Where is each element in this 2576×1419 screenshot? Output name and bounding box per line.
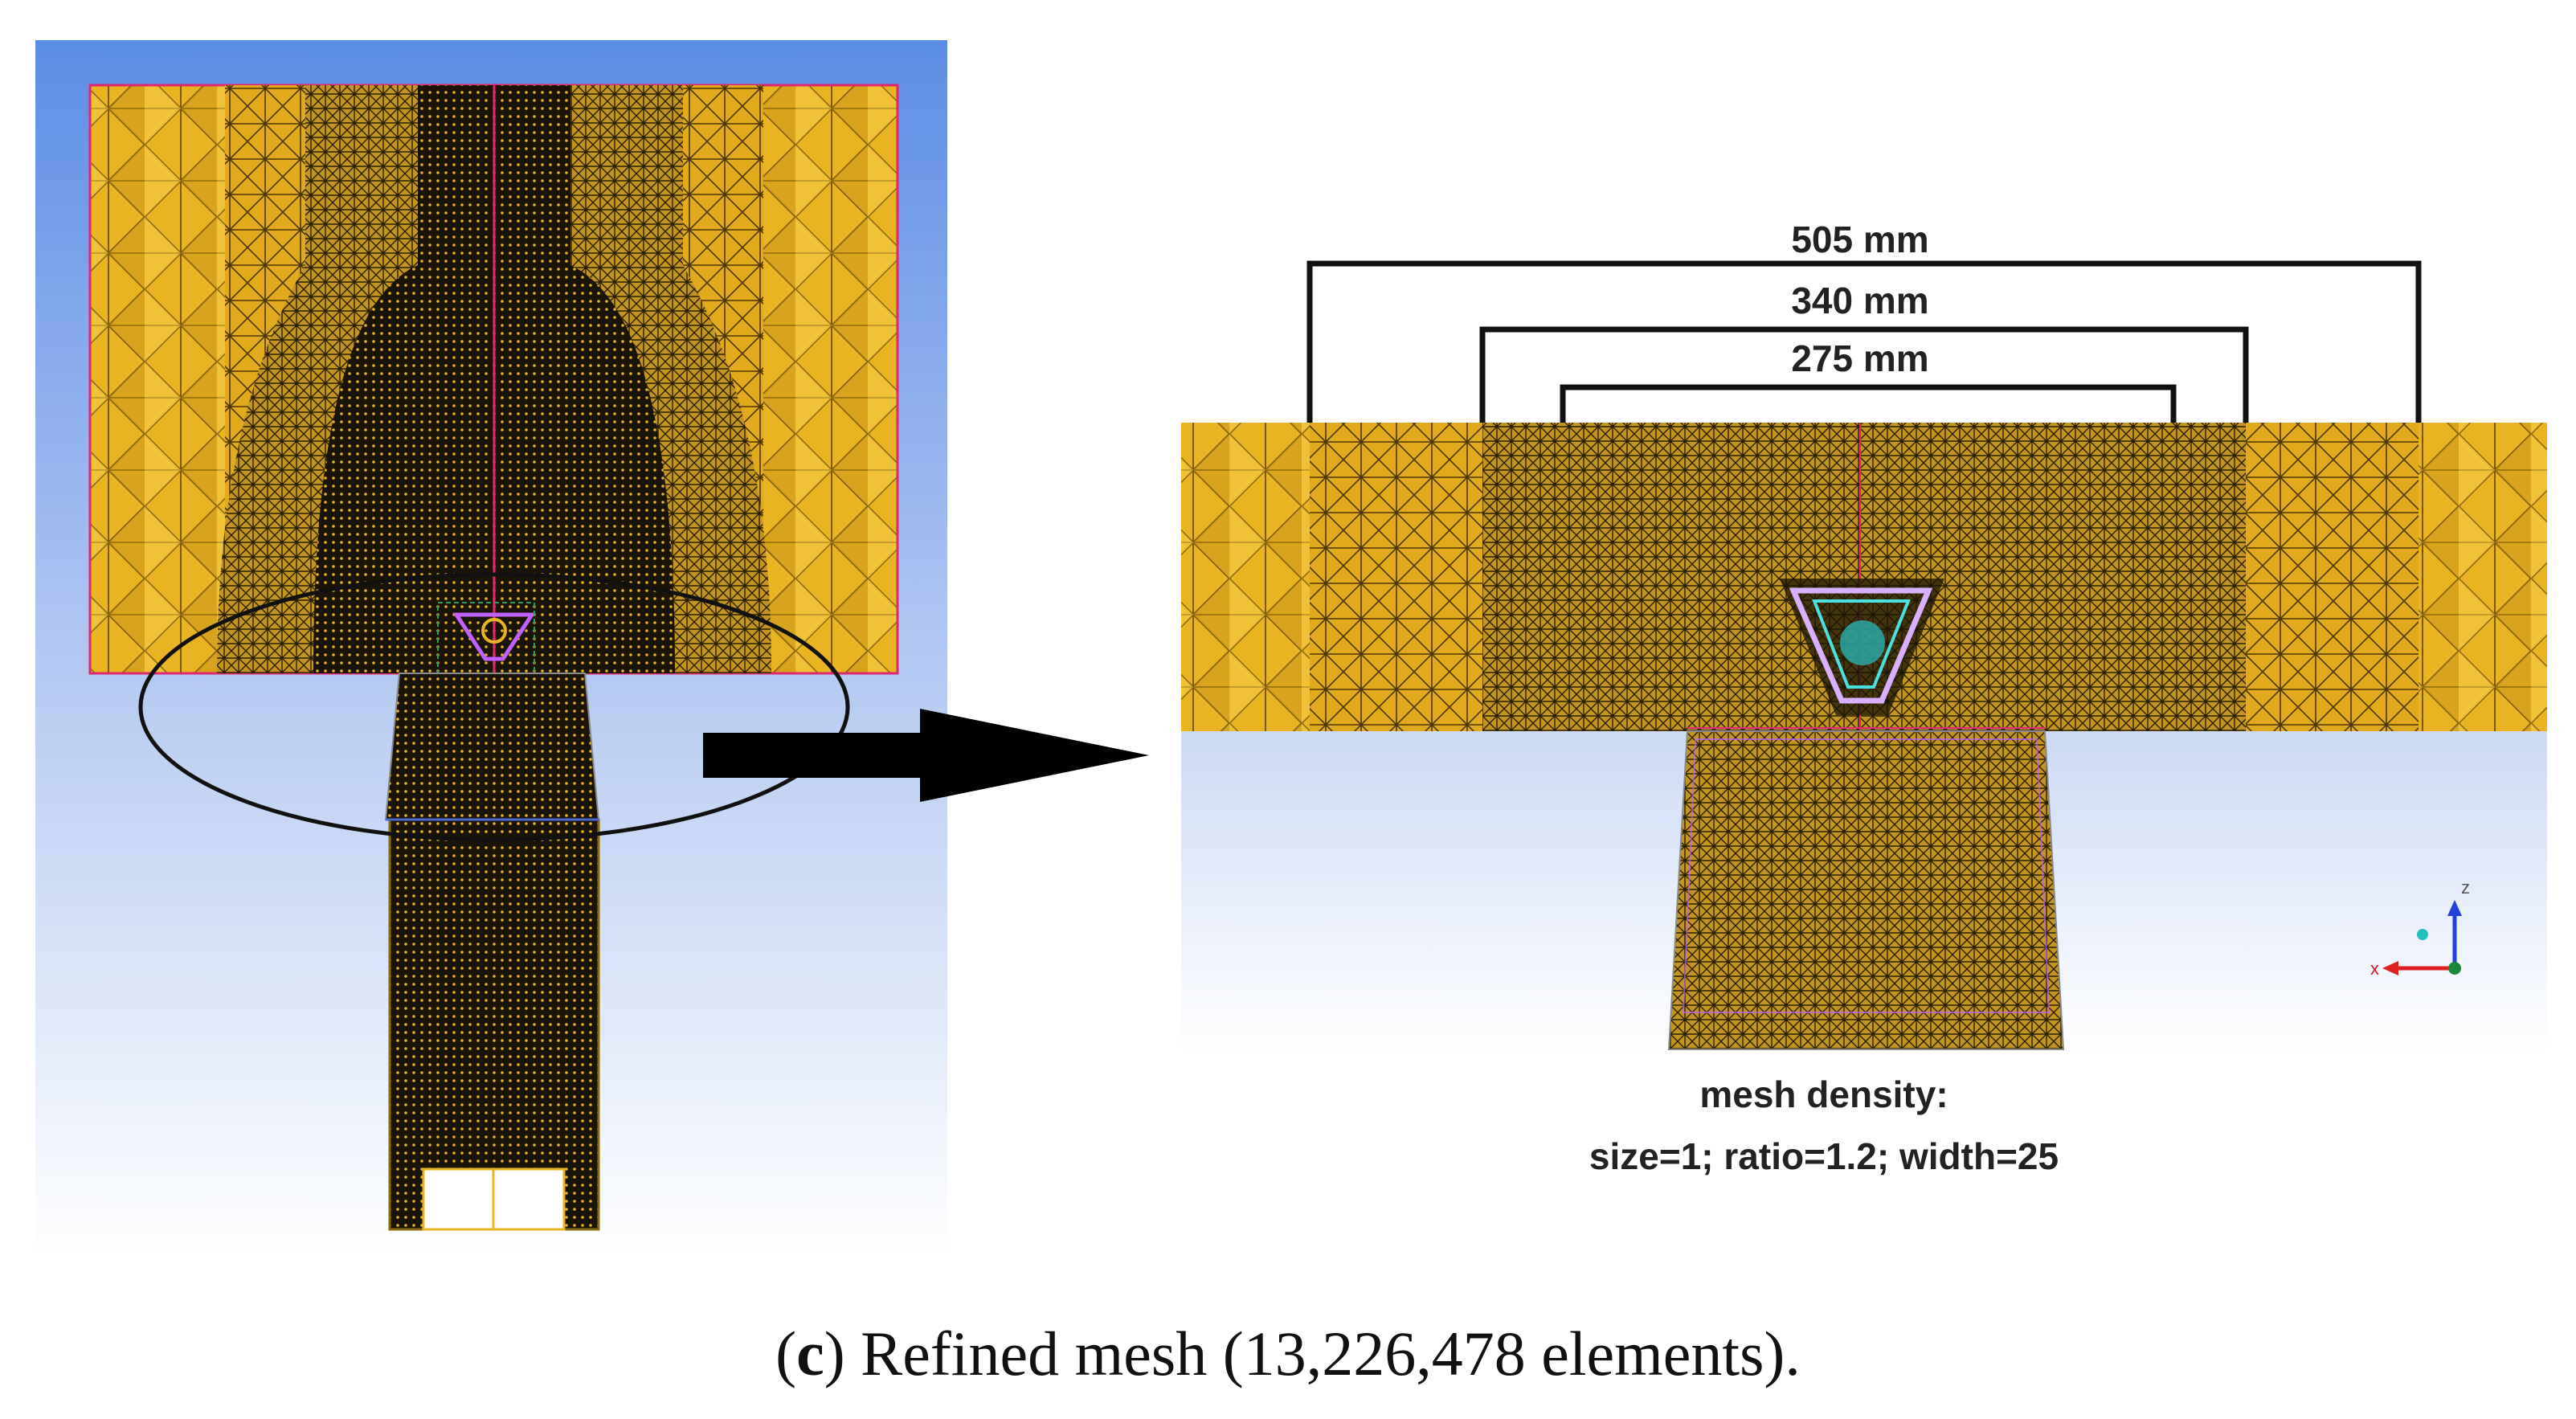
right-stem (1667, 730, 2065, 1050)
zoom-arrow (703, 709, 1149, 802)
figure-caption: (c) Refined mesh (13,226,478 elements). (0, 1318, 2576, 1390)
caption-close-paren: ) (824, 1319, 845, 1388)
axis-z-arrowhead (2447, 900, 2462, 916)
axis-origin-dot (2448, 962, 2461, 975)
left-part-core (481, 618, 507, 644)
right-part-outline (1789, 587, 1933, 704)
axis-triad: z x (2370, 877, 2470, 979)
right-part-inner (1812, 599, 1911, 689)
left-neck (384, 673, 600, 820)
dimension-label-inner: 275 mm (1791, 337, 1928, 379)
dimension-bracket-inner (1560, 384, 2177, 423)
right-mesh-view (1181, 423, 2547, 1053)
axis-y-dot (2417, 929, 2428, 940)
dimension-bracket-outer (1306, 260, 2422, 423)
mesh-density-params: size=1; ratio=1.2; width=25 (1589, 1135, 2059, 1177)
dimension-bracket-middle (1479, 326, 2249, 423)
caption-open-paren: ( (775, 1319, 797, 1388)
caption-label: c (796, 1319, 824, 1388)
dimension-label-outer: 505 mm (1791, 219, 1928, 260)
dimension-label-middle: 340 mm (1791, 280, 1928, 321)
axis-x-label: x (2370, 959, 2379, 979)
left-part-outline (452, 612, 536, 661)
axis-x-arrowhead (2382, 961, 2398, 975)
left-mesh-view (35, 40, 947, 1257)
dimension-brackets: 505 mm 340 mm 275 mm (1306, 219, 2422, 423)
axis-z-label: z (2461, 877, 2470, 898)
right-part-core (1840, 620, 1885, 665)
zoom-ellipse (138, 572, 850, 842)
caption-text: Refined mesh (13,226,478 elements). (844, 1319, 1801, 1388)
right-stem-inner (1682, 738, 2051, 1013)
mesh-density-title: mesh density: (1699, 1073, 1948, 1115)
